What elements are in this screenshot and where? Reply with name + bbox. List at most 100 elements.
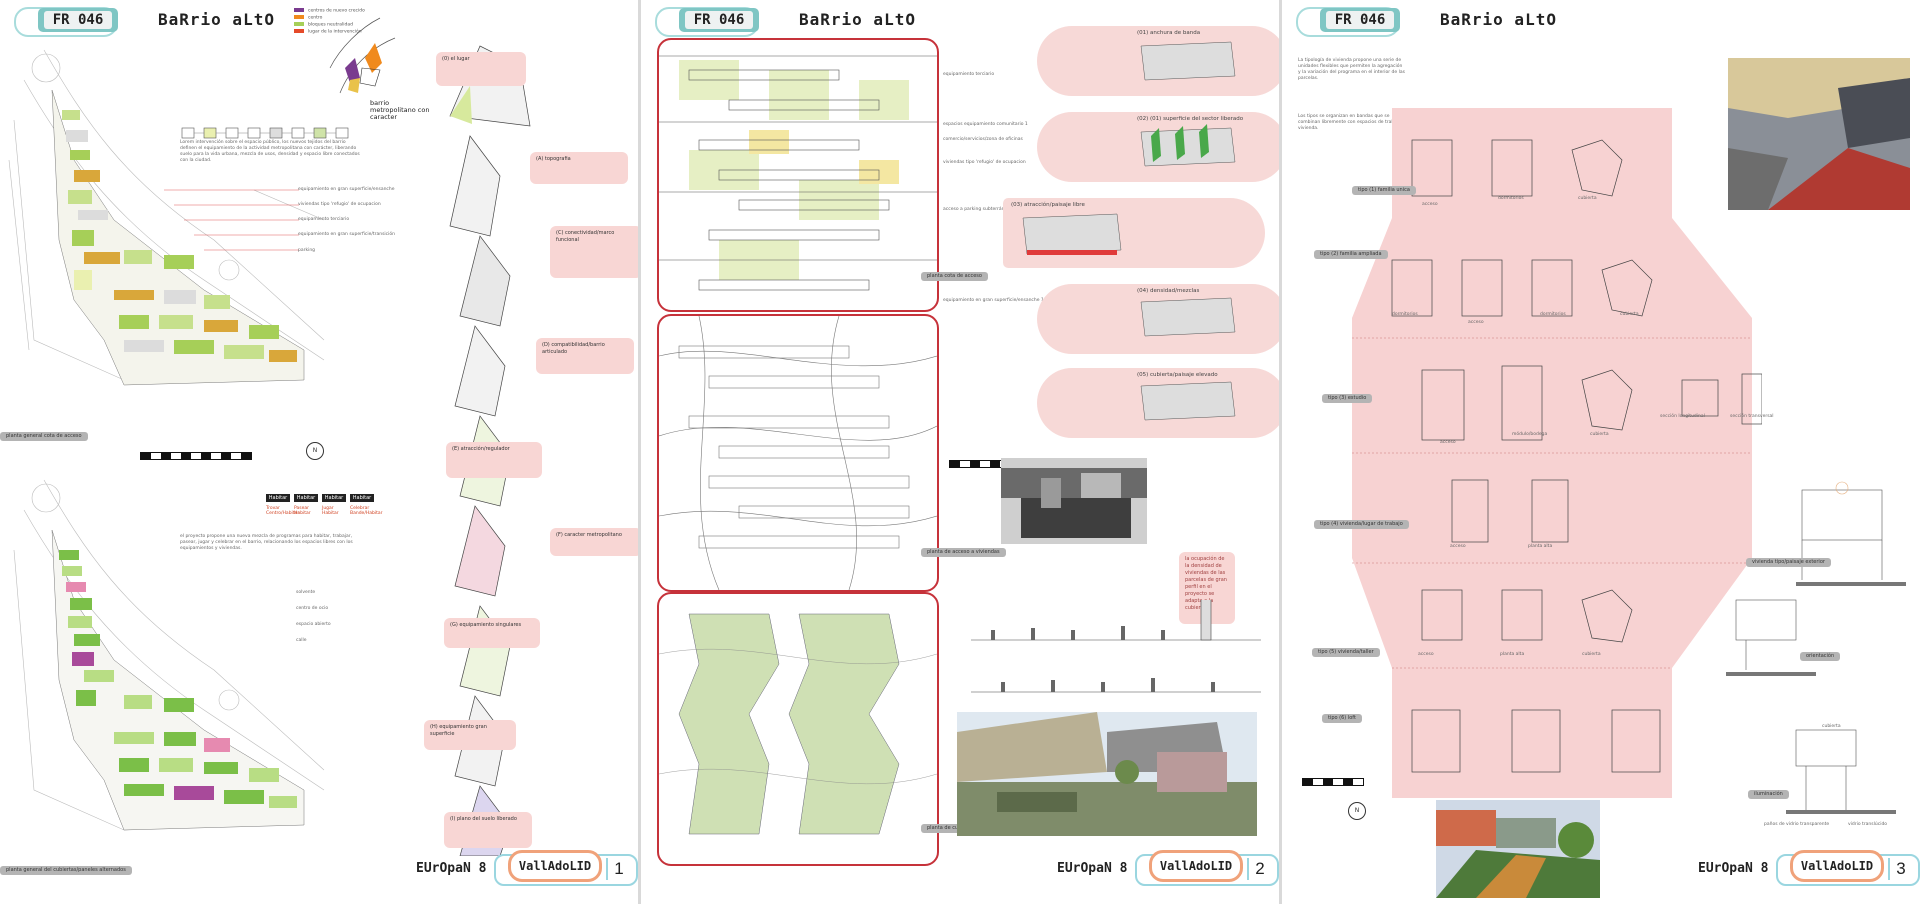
- plan-label: cubierta: [1578, 196, 1597, 201]
- legend-item: centro: [294, 15, 322, 21]
- board-2: FR 046 BaRrio aLtO: [641, 0, 1279, 904]
- board-number: 3: [1888, 858, 1912, 880]
- legend-item: bloques neutralidad: [294, 22, 353, 28]
- plan-frame-roof: [657, 592, 939, 866]
- scale-bar: [1302, 778, 1364, 786]
- location-minimap: [329, 17, 396, 94]
- elevation-drawing: [971, 600, 1261, 693]
- europan-label: EUrOpaN 8: [1698, 861, 1769, 876]
- callout-top: viviendas tipo 'refugio' de ocupacion: [298, 202, 381, 207]
- city-badge: VallAdoLID 3: [1776, 850, 1920, 886]
- plan-callout: acceso a parking subterráneo: [943, 207, 1010, 212]
- program-label: Habitar: [322, 494, 346, 502]
- callout-bottom: centro de ocio: [296, 606, 329, 611]
- render-park: [1436, 800, 1600, 898]
- plan-label: acceso: [1418, 652, 1434, 657]
- section-note: (F) caracter metropolitano: [550, 528, 638, 556]
- type-tag: tipo (1) familia unica: [1352, 186, 1416, 195]
- city-name: VallAdoLID: [508, 850, 602, 882]
- type-tag: tipo (5) vivienda/taller: [1312, 648, 1380, 657]
- site-plan-bottom: [13, 479, 325, 831]
- plan-label: cubierta: [1620, 312, 1639, 317]
- program-label: Habitar: [294, 494, 318, 502]
- type-tag: tipo (2) familia ampliada: [1314, 250, 1388, 259]
- board-number: 2: [1247, 858, 1271, 880]
- plan-label: acceso: [1468, 320, 1484, 325]
- north-arrow-icon: N: [306, 442, 324, 460]
- plan-callout: equipamiento en gran superficie/ensanche…: [943, 298, 1044, 303]
- europan-label: EUrOpaN 8: [416, 861, 487, 876]
- plan-callout: equipamiento terciario: [943, 72, 995, 77]
- plan-tag: planta cota de acceso: [921, 272, 988, 281]
- section-note: (I) plano del suelo liberado: [444, 812, 532, 848]
- program-label: Habitar: [350, 494, 374, 502]
- plan-callout: espacios equipamiento comunitario 1: [943, 122, 1028, 127]
- board-divider: [638, 0, 641, 904]
- detail-tag: iluminación: [1748, 790, 1789, 799]
- north-arrow-icon: N: [1348, 802, 1366, 820]
- unit-plans: [1391, 139, 1762, 773]
- capsule-diagram-red: [1022, 213, 1122, 255]
- detail-note: cubierta: [1822, 724, 1841, 729]
- plan-callout: viviendas tipo 'refugio' de ocupacion: [943, 160, 1026, 165]
- section-note: (D) compatibilidad/barrio articulado: [536, 338, 634, 374]
- plan-label: planta alta: [1500, 652, 1525, 657]
- intro-text: Los tipos se organizan en bandas que se …: [1298, 114, 1406, 131]
- program-sub: Trovar Centro/Habitar: [266, 506, 300, 516]
- callout-bottom: espacio abierto: [296, 622, 331, 627]
- plan-tag: planta de acceso a viviendas: [921, 548, 1006, 557]
- section-note: (C) conectividad/marco funcional: [550, 226, 638, 278]
- program-sub: Celebrar Bande/Habitar: [350, 506, 383, 516]
- plan-housing-drawing: [658, 315, 938, 591]
- city-badge: VallAdoLID 2: [1135, 850, 1279, 886]
- type-tag: tipo (6) loft: [1322, 714, 1362, 723]
- board-1: FR 046 BaRrio aLtO centros de nuevo crec…: [0, 0, 638, 904]
- city-name: VallAdoLID: [1149, 850, 1243, 882]
- legend-item: lugar de la intervención: [294, 29, 362, 35]
- program-sub: Jugar Habitar: [322, 506, 339, 516]
- site-text-block: Lorem intervención sobre el espacio públ…: [180, 140, 360, 163]
- section-note: (A) topografia: [530, 152, 628, 184]
- capsule-heading: (03) atracción/paisaje libre: [1011, 202, 1085, 208]
- detail-note: paños de vidrio transparente: [1764, 822, 1830, 827]
- capsule-heading: (01) anchura de banda: [1137, 30, 1201, 36]
- plan-frame-ground: [657, 38, 939, 312]
- callout-bottom: calle: [296, 638, 307, 643]
- plan-label: módulo/bodega: [1512, 432, 1548, 437]
- capsule-diagrams: [1140, 41, 1236, 421]
- capsule-heading: (02) (01) superficie del sector liberado: [1137, 116, 1244, 122]
- site-plan-top: [8, 49, 325, 386]
- plan-label: dormitorios: [1498, 196, 1524, 201]
- plan-tag: planta general del cubiertas/paneles alt…: [0, 866, 132, 875]
- render-courtyard: [957, 712, 1257, 836]
- render-aerial: [1001, 458, 1147, 544]
- section-note: (E) atracción/regulador: [446, 442, 542, 478]
- scale-bar: [140, 452, 252, 460]
- plan-label: sección transversal: [1730, 414, 1774, 419]
- board-title: BaRrio aLtO: [158, 10, 275, 29]
- plan-label: sección longitudinal: [1660, 414, 1705, 419]
- detail-drawings: [1726, 481, 1906, 814]
- section-note: (0) el lugar: [436, 52, 526, 86]
- plan-ground-drawing: [659, 55, 937, 291]
- legend-item: centros de nuevo crecido: [294, 8, 365, 14]
- plan-frame-housing: [657, 314, 939, 592]
- plan-callout: comercio/servicios/zona de oficinas: [943, 137, 1023, 142]
- plan-label: planta alta: [1528, 544, 1553, 549]
- callout-top: equipamiento en gran superficie/ensanche: [298, 187, 395, 192]
- plan-label: acceso: [1450, 544, 1466, 549]
- program-text-block: el proyecto propone una nueva mezcla de …: [180, 534, 353, 551]
- plan-label: dormitorios: [1392, 312, 1418, 317]
- motto: barrio metropolitano con caracter: [370, 99, 430, 121]
- plan-label: dormitorios: [1540, 312, 1566, 317]
- program-strip: Habitar Habitar Habitar Habitar Trovar C…: [266, 494, 383, 534]
- callout-top: parking: [298, 248, 316, 253]
- detail-tag: orientación: [1800, 652, 1841, 661]
- plan-label: acceso: [1440, 440, 1456, 445]
- capsule-heading: (04) densidad/mezclas: [1137, 288, 1200, 294]
- plan-label: cubierta: [1590, 432, 1609, 437]
- plan-tag: planta general cota de acceso: [0, 432, 88, 441]
- board-title: BaRrio aLtO: [1440, 10, 1557, 29]
- detail-tag: vivienda tipo/paisaje exterior: [1746, 558, 1831, 567]
- program-sub: Pasear Habitar: [294, 506, 311, 516]
